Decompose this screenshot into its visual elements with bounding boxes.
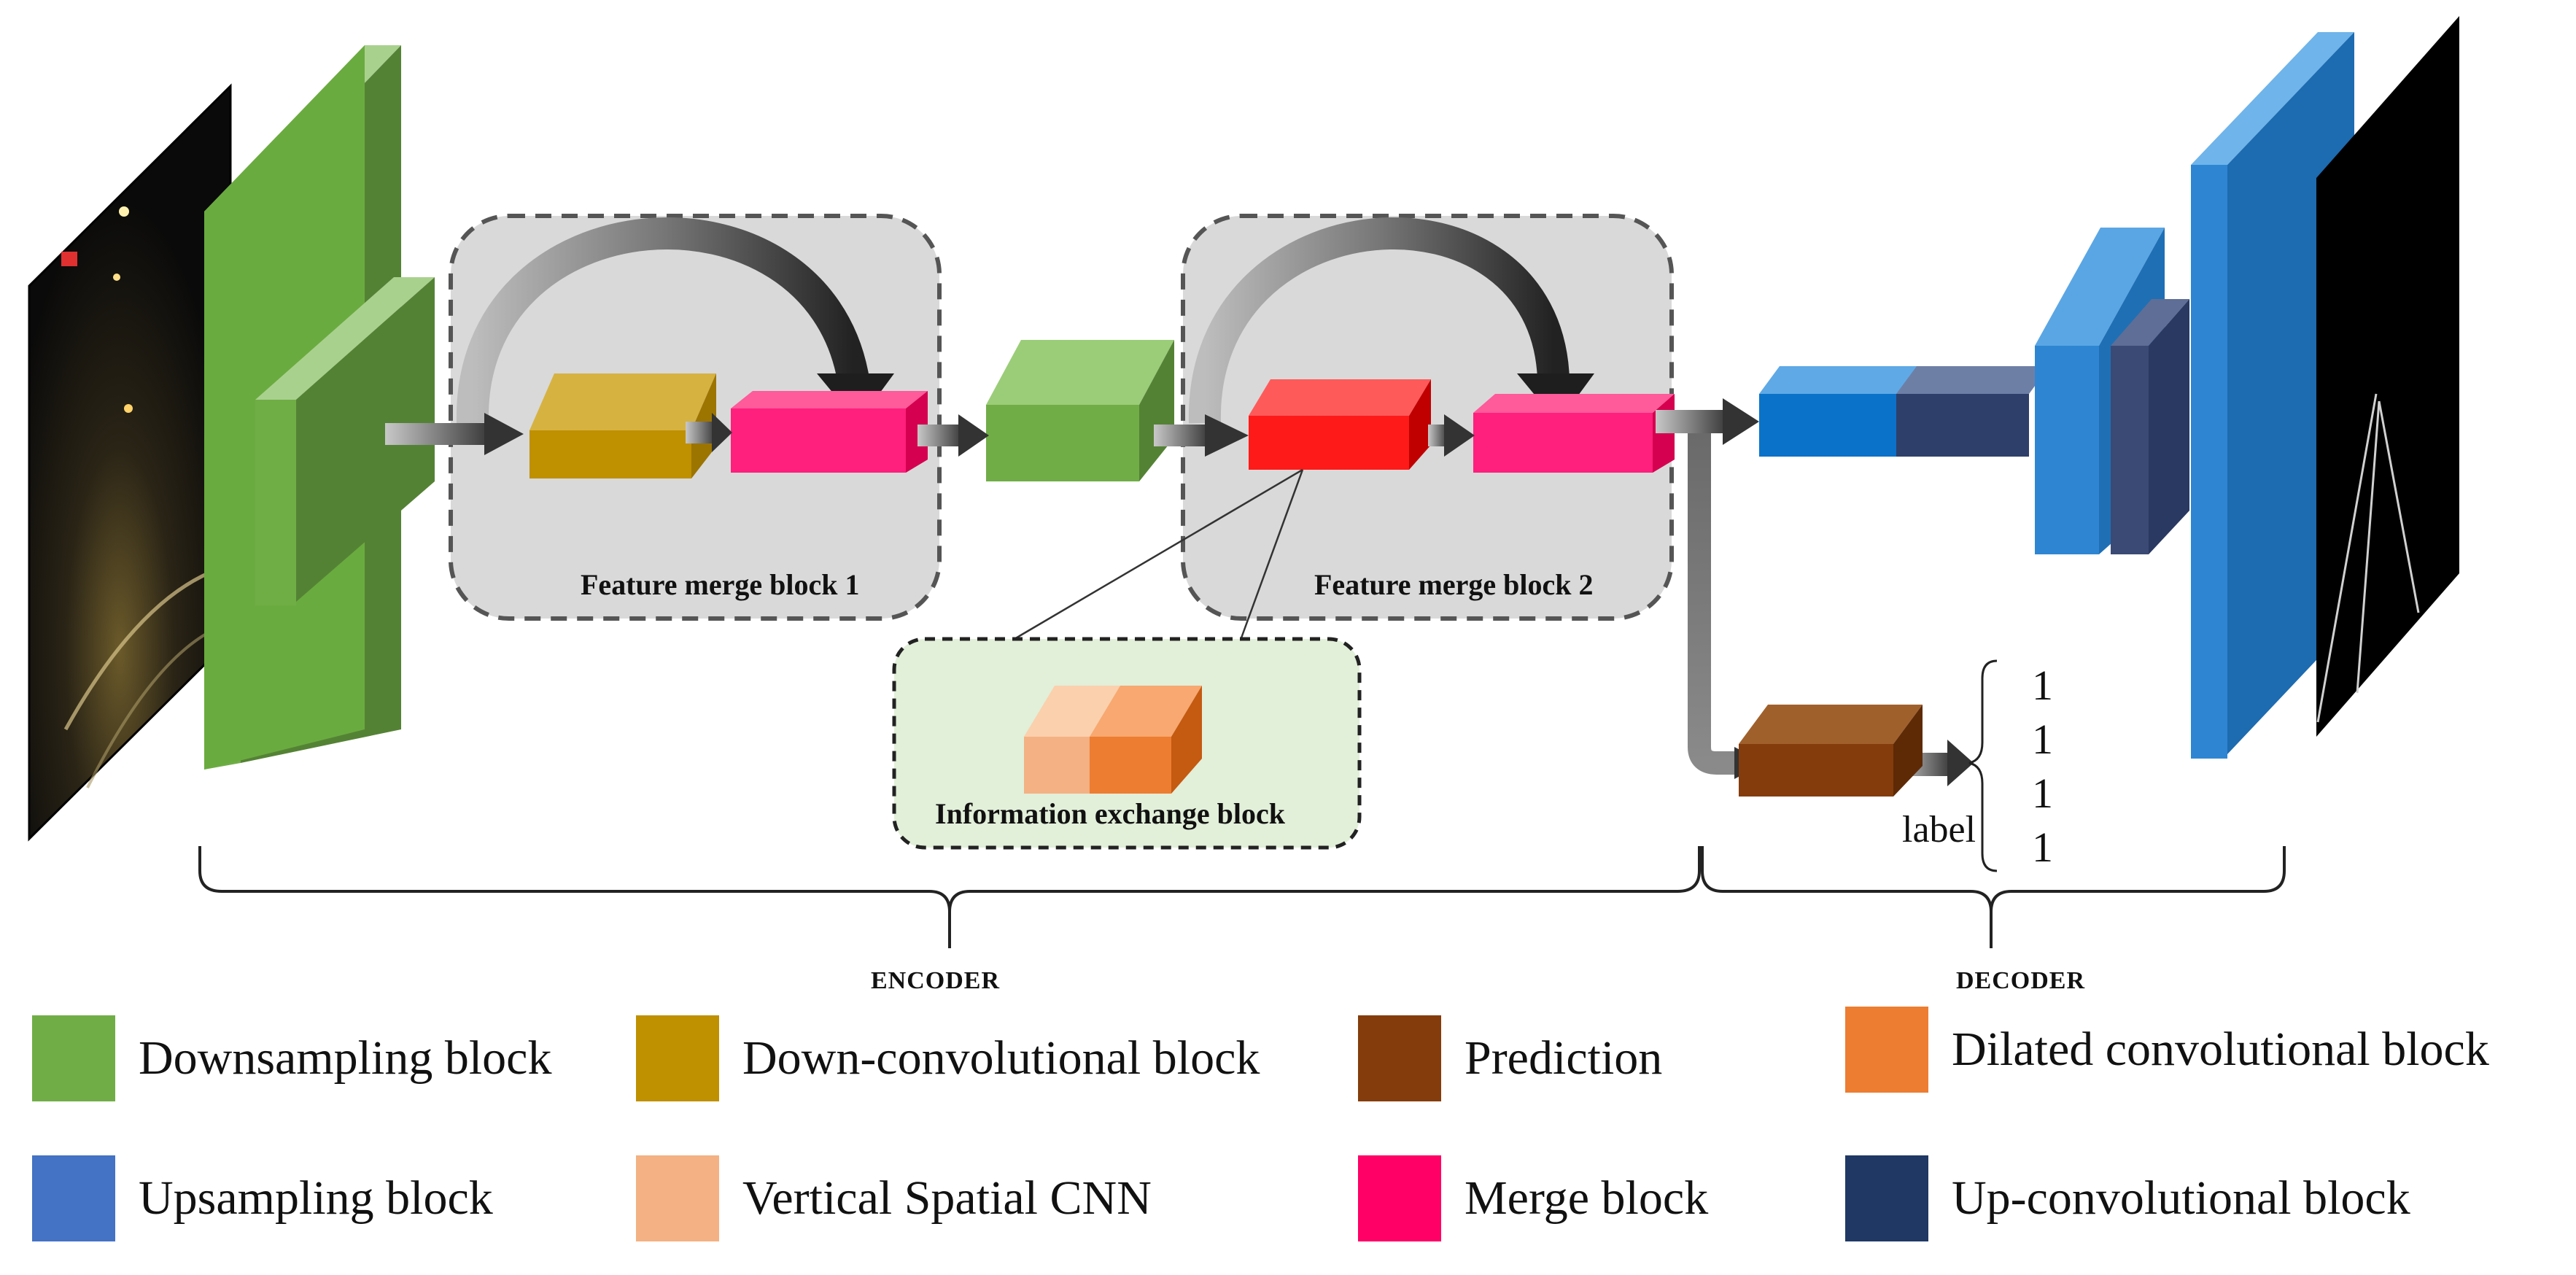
encoder-brace: [198, 846, 1701, 948]
information-exchange-block-title: Information exchange block: [935, 797, 1285, 830]
legend-item-prediction: Prediction: [1358, 1015, 1662, 1101]
downsampling-block-2: [255, 277, 435, 605]
legend-swatch: [636, 1015, 719, 1101]
legend-swatch: [1845, 1007, 1928, 1093]
legend-swatch: [1358, 1155, 1441, 1241]
legend-label: Up-convolutional block: [1952, 1171, 2410, 1225]
information-exchange-block: [892, 637, 1362, 850]
downsampling-block-3: [986, 340, 1174, 481]
feature-merge-block-2-title: Feature merge block 2: [1314, 568, 1594, 601]
legend-label: Merge block: [1464, 1171, 1709, 1225]
legend-label: Prediction: [1464, 1031, 1663, 1085]
legend-label: Upsampling block: [139, 1171, 493, 1225]
zoom-connector: [1009, 468, 1304, 643]
legend-item-merge: Merge block: [1358, 1155, 1708, 1241]
down-convolutional-block: [529, 373, 716, 478]
label-brace: [1968, 659, 1998, 872]
decoder-blocks: [1759, 32, 2354, 759]
merge-block-1: [731, 391, 928, 473]
label-text: label: [1902, 809, 1976, 850]
legend-label: Dilated convolutional block: [1952, 1023, 2489, 1076]
legend-swatch: [1845, 1155, 1928, 1241]
upsampling-block-1: [1759, 366, 1923, 457]
dilated-convolutional-cube: [1090, 686, 1202, 794]
information-exchange-node: [1249, 379, 1431, 470]
decoder-title: DECODER: [1956, 967, 2086, 994]
output-lane-map: [2316, 16, 2459, 737]
legend-item-down-convolutional: Down-convolutional block: [636, 1015, 1260, 1101]
legend-swatch: [636, 1155, 719, 1241]
encoder-title: ENCODER: [871, 967, 1001, 994]
legend-item-vertical-spatial-cnn: Vertical Spatial CNN: [636, 1155, 1152, 1241]
label-value-3: 1: [2032, 770, 2053, 817]
merge-block-2: [1473, 394, 1675, 473]
vertical-spatial-cnn-cube: [1024, 686, 1120, 794]
feature-merge-block-1: [449, 214, 942, 621]
legend-swatch: [1358, 1015, 1441, 1101]
decoder-brace: [1701, 846, 2286, 948]
feature-merge-block-2: [1181, 214, 1675, 621]
legend-swatch: [32, 1015, 115, 1101]
up-convolutional-block-2: [2111, 299, 2189, 554]
legend-label: Down-convolutional block: [742, 1031, 1260, 1085]
legend-label: Vertical Spatial CNN: [742, 1171, 1152, 1225]
legend-label: Downsampling block: [139, 1031, 552, 1085]
legend-item-up-convolutional: Up-convolutional block: [1845, 1155, 2410, 1241]
legend-item-dilated-convolutional: Dilated convolutional block: [1845, 1007, 2489, 1093]
up-convolutional-block-1: [1896, 366, 2049, 457]
label-value-1: 1: [2032, 662, 2053, 709]
prediction-block: [1739, 705, 1923, 797]
feature-merge-block-1-title: Feature merge block 1: [581, 568, 860, 601]
input-image: [28, 83, 232, 842]
legend-swatch: [32, 1155, 115, 1241]
legend-item-downsampling: Downsampling block: [32, 1015, 551, 1101]
legend-item-upsampling: Upsampling block: [32, 1155, 493, 1241]
label-value-4: 1: [2032, 823, 2053, 871]
label-value-2: 1: [2032, 716, 2053, 763]
